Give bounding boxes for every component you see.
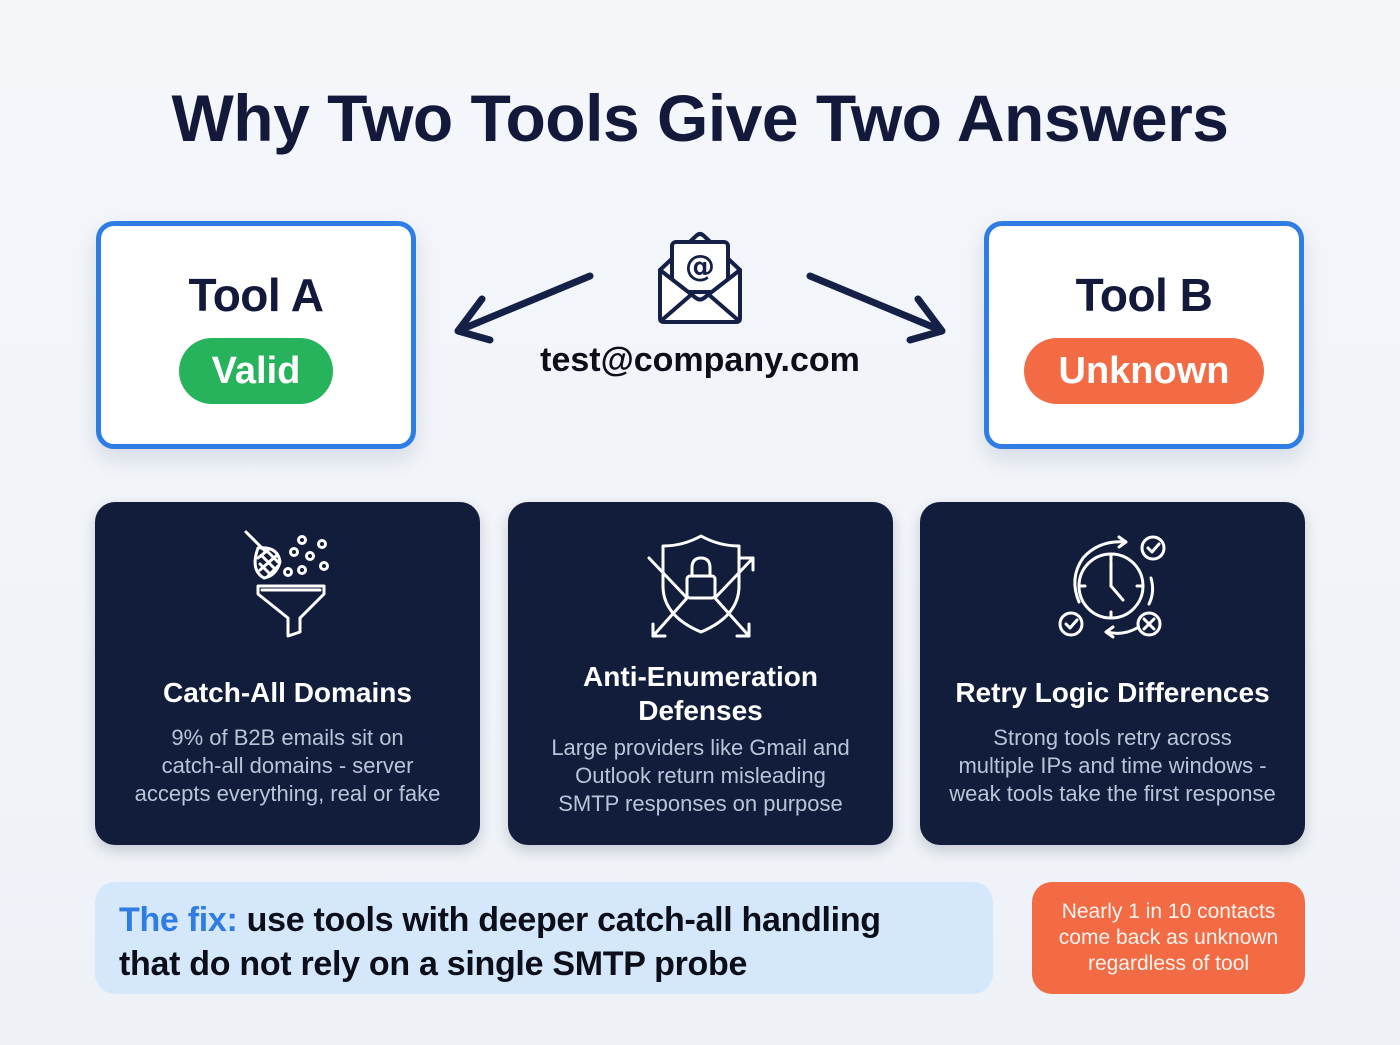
reason-desc-line: Outlook return misleading xyxy=(575,763,826,788)
clock-retry-icon xyxy=(1058,535,1165,639)
reason-desc-line: Large providers like Gmail and xyxy=(551,735,850,760)
reason-title: Catch-All Domains xyxy=(163,677,412,708)
arrow-right-icon xyxy=(806,272,946,344)
tool-b-status-badge: Unknown xyxy=(1024,338,1264,404)
reason-desc-line: SMTP responses on purpose xyxy=(558,791,843,816)
stat-badge: Nearly 1 in 10 contacts come back as unk… xyxy=(1032,882,1305,994)
stat-line: Nearly 1 in 10 contacts xyxy=(1061,900,1276,923)
reason-desc-line: multiple IPs and time windows - xyxy=(958,753,1267,778)
reason-card-retry-logic: Retry Logic Differences Strong tools ret… xyxy=(920,502,1305,845)
reason-desc-line: Strong tools retry across xyxy=(993,725,1232,750)
reason-title-line: Anti-Enumeration xyxy=(583,661,818,692)
reason-description: Large providers like Gmail and Outlook r… xyxy=(535,734,865,818)
fix-banner: The fix: use tools with deeper catch-all… xyxy=(95,882,993,994)
arrow-left-icon xyxy=(454,272,594,344)
net-funnel-icon xyxy=(244,530,329,638)
stat-line: regardless of tool xyxy=(1087,952,1250,975)
svg-text:@: @ xyxy=(685,249,715,284)
email-address: test@company.com xyxy=(540,341,860,379)
fix-text-2: that do not rely on a single SMTP probe xyxy=(119,945,748,983)
reason-description: Strong tools retry across multiple IPs a… xyxy=(933,724,1292,808)
reason-title: Anti-Enumeration Defenses xyxy=(563,660,838,728)
tool-a-card: Tool A Valid xyxy=(96,221,416,449)
reason-desc-line: weak tools take the first response xyxy=(949,781,1276,806)
reason-card-anti-enumeration: Anti-Enumeration Defenses Large provider… xyxy=(508,502,893,845)
fix-text-1: use tools with deeper catch-all handling xyxy=(246,901,881,939)
tool-a-name: Tool A xyxy=(188,269,324,321)
fix-label: The fix: xyxy=(119,901,238,939)
reason-title-line: Defenses xyxy=(638,695,763,726)
tool-a-status-badge: Valid xyxy=(179,338,333,404)
reason-desc-line: catch-all domains - server xyxy=(161,753,414,778)
envelope-at-icon: @ xyxy=(658,232,742,324)
tool-b-name: Tool B xyxy=(1075,269,1213,321)
shield-lock-arrows-icon xyxy=(647,534,754,638)
fix-line-1: The fix: use tools with deeper catch-all… xyxy=(119,898,969,942)
reason-desc-line: 9% of B2B emails sit on xyxy=(171,725,404,750)
reason-card-catch-all: Catch-All Domains 9% of B2B emails sit o… xyxy=(95,502,480,845)
stat-line: come back as unknown xyxy=(1058,926,1279,949)
reason-desc-line: accepts everything, real or fake xyxy=(134,781,441,806)
email-source: @ test@company.com xyxy=(430,226,970,386)
reason-description: 9% of B2B emails sit on catch-all domain… xyxy=(119,724,457,808)
page-title: Why Two Tools Give Two Answers xyxy=(171,81,1229,155)
reason-title: Retry Logic Differences xyxy=(955,677,1270,708)
tool-b-card: Tool B Unknown xyxy=(984,221,1304,449)
